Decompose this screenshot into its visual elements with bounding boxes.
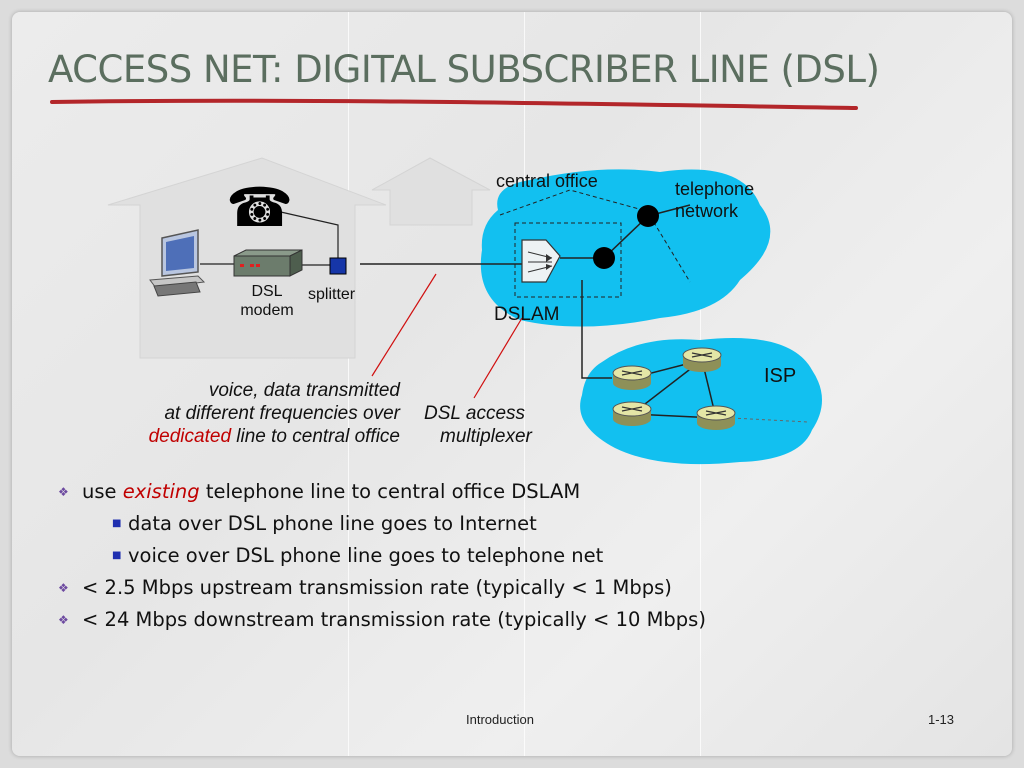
bullet-text: telephone line to central office DSLAM bbox=[199, 480, 581, 503]
bullet-text: use bbox=[82, 480, 123, 503]
title-underline bbox=[50, 98, 858, 110]
voice-caption-rest: line to central office bbox=[231, 426, 400, 447]
dslam-box-outline bbox=[514, 222, 622, 298]
telephone-switch-icon bbox=[637, 205, 659, 227]
bullet-item: ❖ < 2.5 Mbps upstream transmission rate … bbox=[58, 574, 706, 606]
bullet-item: ❖ use existing telephone line to central… bbox=[58, 478, 706, 510]
bullet-emphasis: existing bbox=[122, 480, 200, 503]
telephone-network-label: telephone bbox=[675, 179, 754, 199]
telephone-switch-icon bbox=[593, 247, 615, 269]
isp-link bbox=[731, 417, 809, 423]
bullet-text: < 24 Mbps downstream transmission rate (… bbox=[82, 608, 706, 631]
dsl-modem-label: DSL bbox=[251, 283, 282, 300]
bullet-item: ❖ < 24 Mbps downstream transmission rate… bbox=[58, 606, 706, 638]
voice-caption-line: dedicated line to central office bbox=[149, 426, 400, 447]
caption-pointer-line bbox=[371, 273, 437, 377]
phone-to-splitter-line bbox=[271, 209, 339, 258]
bullet-text: voice over DSL phone line goes to teleph… bbox=[128, 544, 604, 567]
telephone-network-label: network bbox=[675, 201, 739, 221]
bullet-text: < 2.5 Mbps upstream transmission rate (t… bbox=[82, 576, 672, 599]
dsl-modem-label: modem bbox=[240, 302, 293, 319]
diamond-bullet-icon: ❖ bbox=[58, 613, 69, 627]
dedicated-emphasis: dedicated bbox=[149, 426, 233, 447]
dslam-label: DSLAM bbox=[494, 304, 559, 325]
footer-title: Introduction bbox=[466, 712, 534, 727]
voice-caption-line: at different frequencies over bbox=[164, 403, 400, 424]
central-office-outline bbox=[499, 189, 651, 216]
dslam-to-isp-line bbox=[581, 280, 612, 379]
isp-label: ISP bbox=[764, 365, 796, 387]
dsl-modem-icon bbox=[233, 249, 303, 277]
slide-title: ACCESS NET: DIGITAL SUBSCRIBER LINE (DSL… bbox=[48, 48, 880, 91]
background-line bbox=[524, 12, 525, 756]
sub-bullet-item: ■ data over DSL phone line goes to Inter… bbox=[58, 510, 706, 542]
diamond-bullet-icon: ❖ bbox=[58, 581, 69, 595]
sub-bullet-item: ■ voice over DSL phone line goes to tele… bbox=[58, 542, 706, 574]
router-icon bbox=[612, 365, 652, 390]
square-bullet-icon: ■ bbox=[112, 518, 122, 529]
dslam-caption-line: DSL access bbox=[424, 403, 526, 424]
diamond-bullet-icon: ❖ bbox=[58, 485, 69, 499]
dslam-pointer-line bbox=[473, 317, 523, 399]
telephone-network-cloud bbox=[480, 169, 771, 327]
slide bbox=[12, 12, 1012, 756]
square-bullet-icon: ■ bbox=[112, 550, 122, 561]
neighbor-house-shape bbox=[371, 157, 491, 226]
telephone-network-dashed bbox=[649, 215, 691, 283]
dslam-icon bbox=[521, 239, 561, 283]
router-icon bbox=[612, 401, 652, 426]
splitter-label: splitter bbox=[308, 286, 356, 303]
computer-icon bbox=[149, 229, 206, 297]
splitter-icon bbox=[329, 257, 347, 275]
telephone-icon: ☎ bbox=[226, 176, 293, 239]
voice-caption-line: voice, data transmitted bbox=[209, 380, 402, 401]
page-number: 1-13 bbox=[928, 712, 955, 727]
central-office-label: central office bbox=[496, 171, 598, 191]
bullet-text: data over DSL phone line goes to Interne… bbox=[128, 512, 537, 535]
router-icon bbox=[696, 405, 736, 430]
background-line bbox=[348, 12, 349, 756]
dslam-caption-line: multiplexer bbox=[440, 426, 533, 447]
bullet-list: ❖ use existing telephone line to central… bbox=[58, 478, 706, 638]
router-icon bbox=[682, 347, 722, 372]
